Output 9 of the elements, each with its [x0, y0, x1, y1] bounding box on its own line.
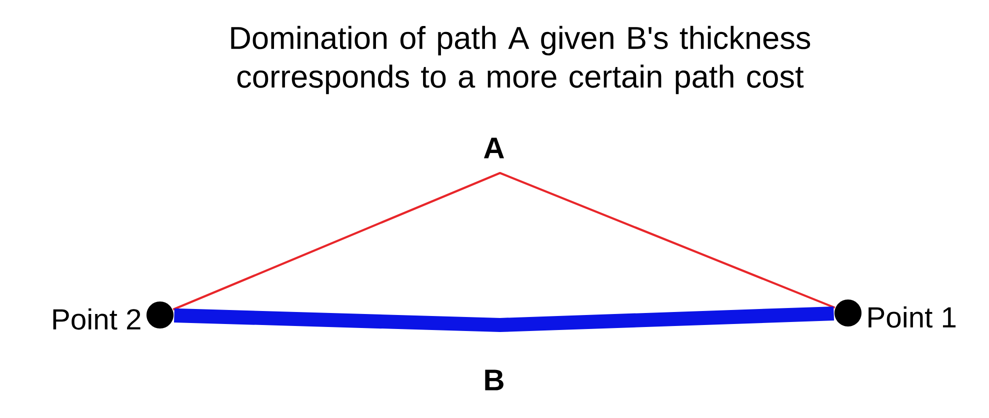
point-dot: [146, 302, 174, 328]
edge-label: A: [480, 134, 508, 162]
path-line: [172, 172, 836, 310]
point-label: Point 1: [868, 306, 956, 328]
point-dot: [834, 300, 862, 326]
edge-label: B: [480, 366, 508, 394]
point-label: Point 2: [53, 308, 140, 330]
title: Domination of path A given B's thickness corresponds to a more certain path cost: [231, 26, 810, 94]
path-line: [174, 306, 834, 332]
